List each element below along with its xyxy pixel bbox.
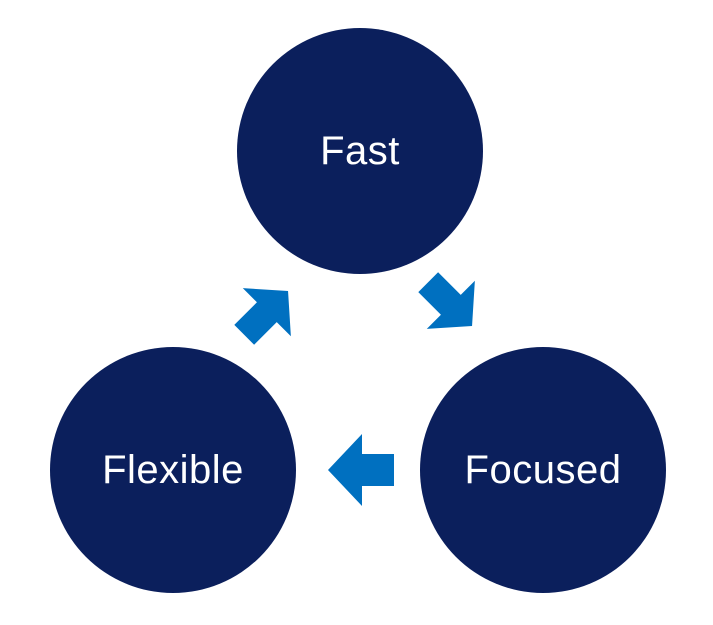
node-focused-label: Focused: [464, 447, 622, 492]
arrow-fast-to-focused: [418, 272, 475, 329]
node-fast: Fast: [237, 28, 483, 274]
node-focused: Focused: [420, 347, 666, 593]
arrow-up-right-icon: [234, 288, 291, 345]
arrow-right-icon: [418, 272, 475, 329]
node-flexible: Flexible: [50, 347, 296, 593]
node-fast-label: Fast: [320, 128, 400, 173]
arrow-left-icon: [328, 434, 394, 506]
arrow-flexible-to-fast: [234, 288, 291, 345]
node-flexible-label: Flexible: [102, 447, 244, 492]
arrow-focused-to-flexible: [328, 434, 394, 506]
